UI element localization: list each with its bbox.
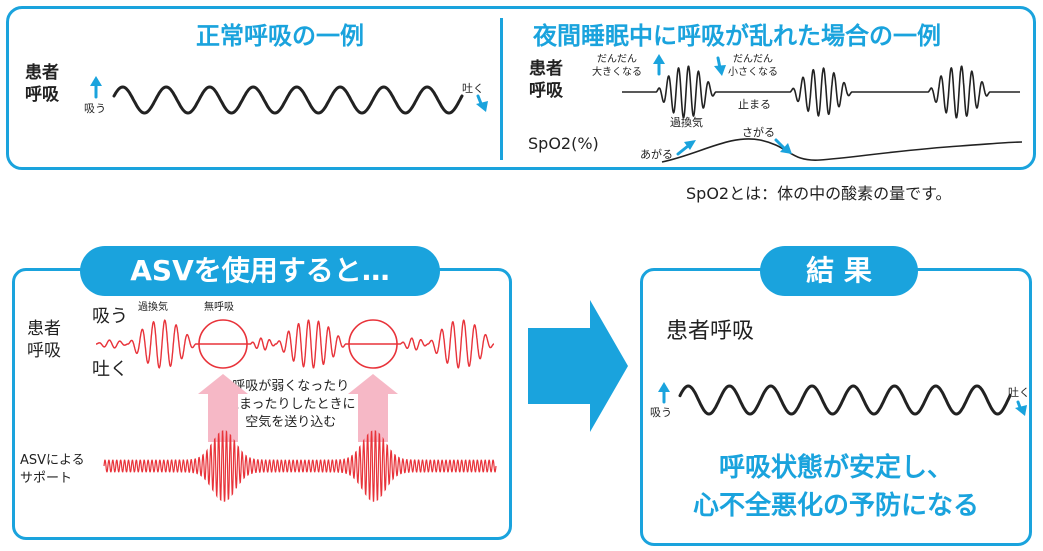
top-waves xyxy=(90,54,1023,163)
asv-patient-label: 患者 呼吸 xyxy=(27,319,61,362)
apnea-circle-left-icon xyxy=(198,319,248,369)
result-patient-label: 患者呼吸 xyxy=(666,319,755,344)
disturbed-hyperventilation-label: 過換気 xyxy=(670,116,703,129)
asv-explanation: 呼吸が弱くなったり 止まったりしたときに 空気を送り込む xyxy=(226,379,356,431)
disturbed-breathing-wave xyxy=(622,65,1020,119)
normal-patient-label: 患者 呼吸 xyxy=(25,63,59,106)
spo2-note: SpO2とは：体の中の酸素の量です。 xyxy=(686,184,952,203)
spo2-curve xyxy=(661,138,1023,163)
spo2-rises-label: あがる xyxy=(640,148,673,161)
result-breathing-wave xyxy=(678,384,1012,416)
asv-support-wave xyxy=(103,430,497,502)
asv-support-label: ASVによる サポート xyxy=(20,453,85,487)
growing-label: だんだん 大きくなる xyxy=(592,54,642,78)
asv-exhale-label: 吐く xyxy=(92,359,128,380)
normal-exhale-label: 吐く xyxy=(462,82,484,95)
spo2-label: SpO2(%) xyxy=(528,134,599,153)
spo2-falls-arrow-icon xyxy=(774,138,786,150)
stops-label: 止まる xyxy=(738,98,771,111)
asv-hyperventilation-label: 過換気 xyxy=(138,302,168,313)
result-title-pill: 結 果 xyxy=(760,246,918,296)
asv-apnea-label: 無呼吸 xyxy=(204,302,234,313)
shrinking-label: だんだん 小さくなる xyxy=(728,54,778,78)
asv-inhale-label: 吸う xyxy=(92,306,128,327)
apnea-circle-right-icon xyxy=(348,319,398,369)
pink-up-arrow-right-icon xyxy=(358,392,388,442)
normal-inhale-label: 吸う xyxy=(84,102,106,115)
asv-title-pill: ASVを使用すると… xyxy=(80,246,440,296)
result-exhale-label: 吐く xyxy=(1008,386,1030,399)
result-inhale-label: 吸う xyxy=(650,406,672,419)
disturbed-title: 夜間睡眠中に呼吸が乱れた場合の一例 xyxy=(533,22,941,50)
asv-patient-breathing-wave xyxy=(95,319,495,369)
normal-title: 正常呼吸の一例 xyxy=(196,22,364,50)
panel-divider xyxy=(500,18,503,160)
big-right-arrow-icon xyxy=(528,300,628,432)
result-message: 呼吸状態が安定し、 心不全悪化の予防になる xyxy=(692,453,979,521)
top-panel xyxy=(6,6,1036,170)
spo2-falls-label: さがる xyxy=(742,126,775,139)
spo2-rises-arrow-icon xyxy=(676,144,690,156)
disturbed-patient-label: 患者 呼吸 xyxy=(529,59,563,102)
normal-breathing-wave xyxy=(112,85,464,115)
